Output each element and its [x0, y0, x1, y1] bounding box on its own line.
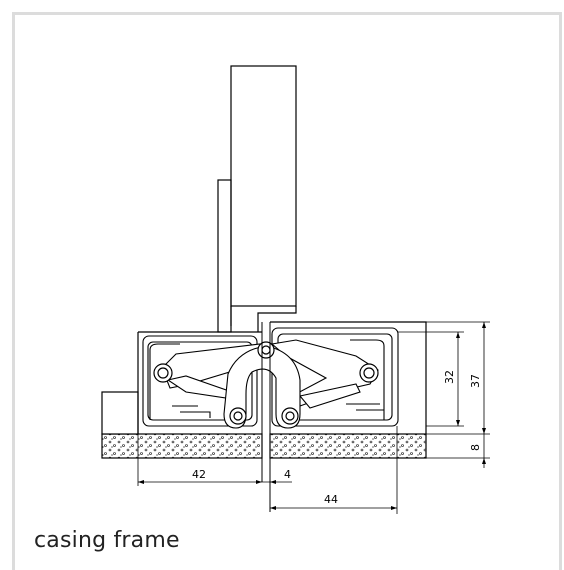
center-gap-lines: [261, 322, 271, 512]
door-leaf: [217, 65, 297, 333]
wall-slab: [101, 391, 427, 459]
dim-label-44: 44: [324, 493, 338, 506]
hinge-body-left: [142, 335, 258, 427]
dim-label-32: 32: [443, 370, 456, 384]
dimension-lines: [138, 322, 485, 509]
dim-label-37: 37: [469, 374, 482, 388]
hinge-arms: [161, 339, 379, 429]
dimension-arrows: [138, 322, 486, 510]
dim-label-42: 42: [192, 468, 206, 481]
extension-lines: [137, 321, 490, 514]
caption-text: casing frame: [34, 528, 180, 553]
dim-label-4: 4: [284, 468, 291, 481]
diagram-card: [12, 12, 562, 570]
hinge-body-right: [271, 327, 399, 427]
dim-label-8: 8: [469, 444, 482, 451]
